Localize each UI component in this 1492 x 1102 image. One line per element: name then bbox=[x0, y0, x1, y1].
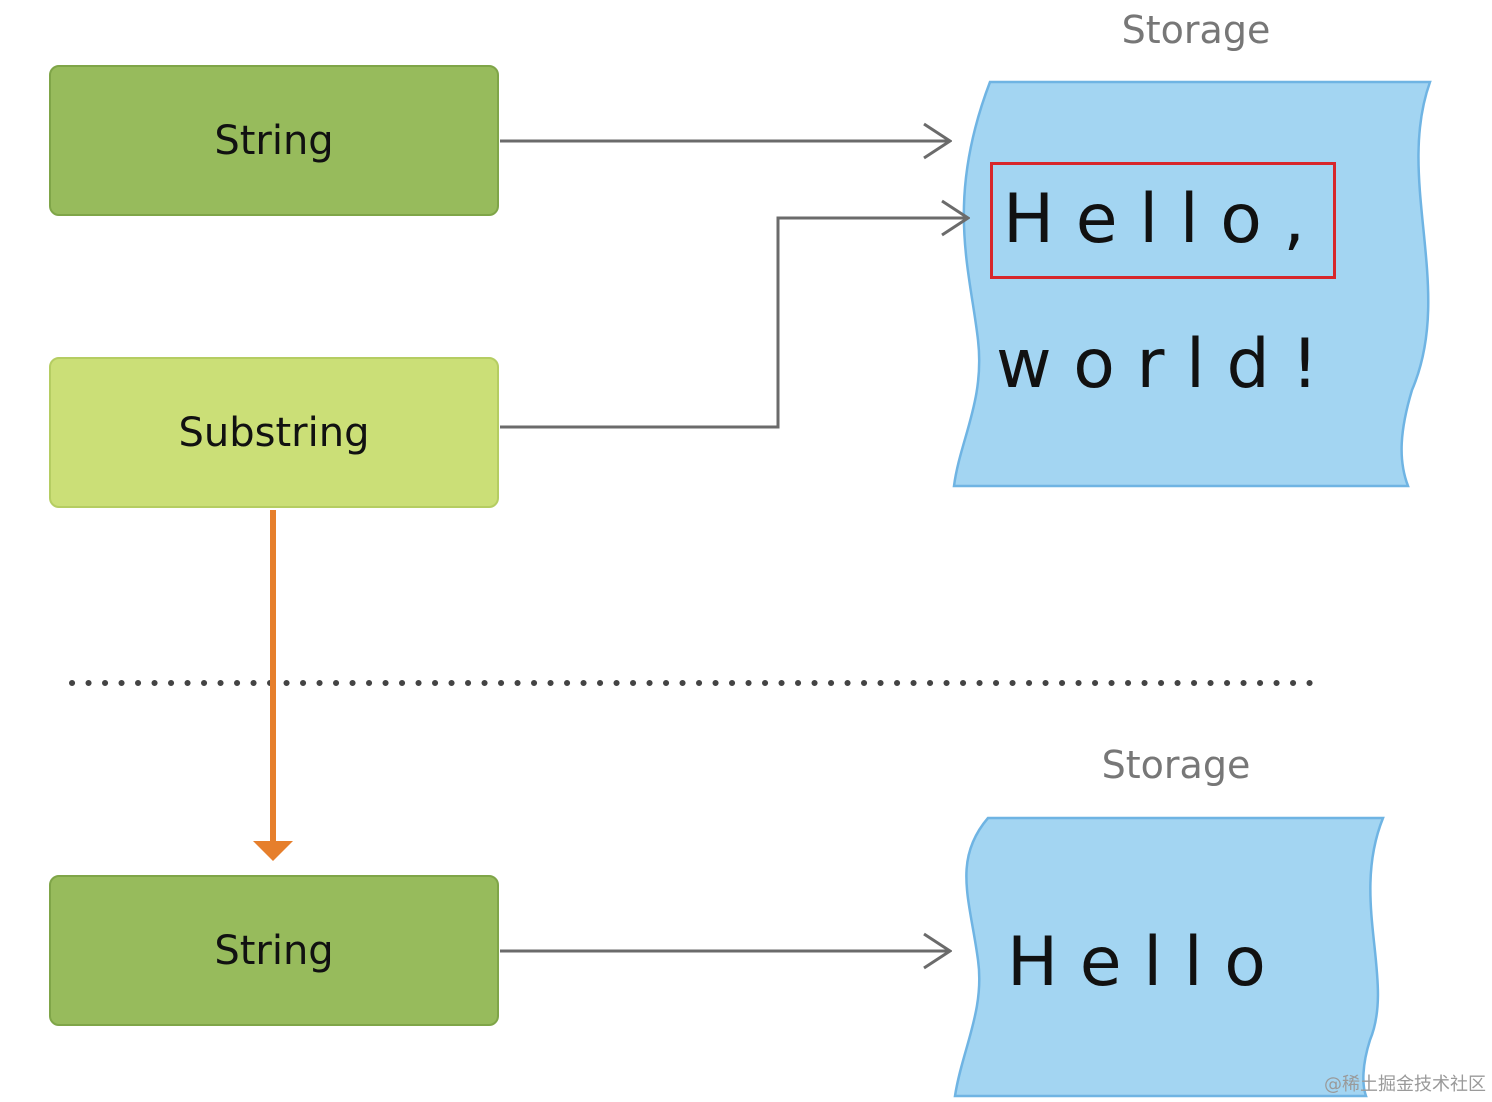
storage-top-line2: w o r l d ! bbox=[996, 325, 1319, 404]
storage-top-line1: H e l l o , bbox=[1003, 180, 1306, 259]
string-bottom-label: String bbox=[214, 927, 334, 974]
hello-highlight-box bbox=[990, 162, 1336, 279]
watermark: @稀土掘金技术社区 bbox=[1324, 1074, 1486, 1095]
arrow-orange-head bbox=[253, 841, 293, 861]
string-box-bottom: String bbox=[49, 875, 499, 1026]
string-box-top: String bbox=[49, 65, 499, 216]
storage-top-shape bbox=[952, 80, 1432, 488]
string-top-label: String bbox=[214, 117, 334, 164]
arrow-substring-to-storage bbox=[500, 218, 968, 429]
storage-top-label: Storage bbox=[1121, 8, 1271, 52]
substring-label: Substring bbox=[178, 409, 370, 456]
storage-bottom-text: H e l l o bbox=[1007, 923, 1266, 1002]
substring-box: Substring bbox=[49, 357, 499, 508]
storage-bottom-shape bbox=[953, 816, 1385, 1098]
storage-bottom-label: Storage bbox=[1101, 743, 1251, 787]
